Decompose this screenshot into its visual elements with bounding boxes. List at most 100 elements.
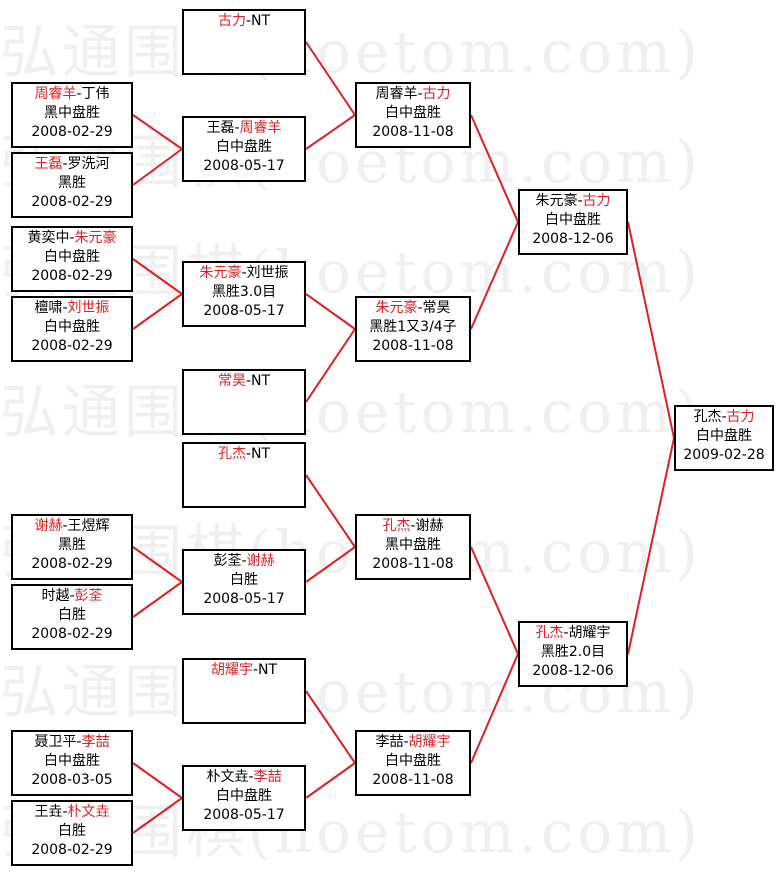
player-name: NT <box>251 373 271 389</box>
match-players: 檀啸-刘世振 <box>13 299 131 318</box>
match-result: 白中盘胜 <box>696 428 752 444</box>
player-name: 朱元豪 <box>74 230 117 246</box>
player-name: 谢赫 <box>415 518 444 534</box>
player-name: 朴文垚 <box>206 769 249 785</box>
player-name: 丁伟 <box>81 86 110 102</box>
match-date: 2008-11-08 <box>372 124 454 140</box>
match-box: 王垚-朴文垚白胜 2008-02-29 <box>11 800 133 866</box>
match-date: 2008-12-06 <box>532 663 614 679</box>
match-date: 2008-02-29 <box>31 556 113 572</box>
match-box: 谢赫-王煜辉黑胜 2008-02-29 <box>11 514 133 580</box>
match-date: 2008-05-17 <box>203 807 285 823</box>
player-name: 朱元豪 <box>199 265 242 281</box>
match-players: 古力-NT <box>184 12 304 31</box>
vs-separator: - <box>248 769 254 785</box>
match-date: 2008-12-06 <box>532 231 614 247</box>
player-name: NT <box>258 662 278 678</box>
player-name: 谢赫 <box>246 553 275 569</box>
match-date: 2008-02-29 <box>31 124 113 140</box>
match-result: 白胜 <box>58 823 86 839</box>
bracket-connector <box>305 762 356 799</box>
player-name: 聂卫平 <box>34 734 77 750</box>
bracket-connector <box>470 221 519 330</box>
player-name: 孔杰 <box>217 446 246 462</box>
match-result: 黑胜 <box>58 537 86 553</box>
vs-separator: - <box>241 265 247 281</box>
vs-separator: - <box>62 156 68 172</box>
match-date: 2008-05-17 <box>203 158 285 174</box>
match-players: 朱元豪-常昊 <box>357 299 469 318</box>
match-result: 白中盘胜 <box>44 319 100 335</box>
match-players: 王垚-朴文垚 <box>13 803 131 822</box>
bracket-connector <box>305 293 356 330</box>
bracket-connector <box>305 41 356 116</box>
match-result: 黑胜1又3/4子 <box>369 319 457 335</box>
vs-separator: - <box>410 518 416 534</box>
player-name: 檀啸 <box>34 300 63 316</box>
bracket-connector <box>132 114 183 150</box>
player-name: 王垚 <box>34 804 63 820</box>
bracket-connector <box>470 114 519 223</box>
player-name: 李喆 <box>81 734 110 750</box>
vs-separator: - <box>62 518 68 534</box>
player-name: NT <box>251 13 271 29</box>
player-name: 王煜辉 <box>67 518 110 534</box>
player-name: 刘世振 <box>246 265 289 281</box>
match-players: 常昊-NT <box>184 372 304 391</box>
player-name: 朱元豪 <box>535 193 578 209</box>
match-players: 谢赫-王煜辉 <box>13 517 131 536</box>
bracket-connector <box>305 328 356 403</box>
match-players: 孔杰-胡耀宇 <box>520 624 626 643</box>
player-name: 古力 <box>726 409 755 425</box>
player-name: 孔杰 <box>535 625 564 641</box>
bracket-connector <box>132 762 183 799</box>
match-box: 常昊-NT <box>182 369 306 435</box>
vs-separator: - <box>69 588 75 604</box>
match-players: 王磊-罗洗河 <box>13 155 131 174</box>
match-players: 孔杰-古力 <box>676 408 772 427</box>
match-players: 朴文垚-李喆 <box>184 768 304 787</box>
match-date: 2008-11-08 <box>372 338 454 354</box>
player-name: 时越 <box>41 588 70 604</box>
match-date: 2008-02-29 <box>31 268 113 284</box>
match-result: 白中盘胜 <box>44 753 100 769</box>
match-result: 黑中盘胜 <box>44 105 100 121</box>
match-players: 周睿羊-丁伟 <box>13 85 131 104</box>
player-name: 胡耀宇 <box>408 734 451 750</box>
match-result: 黑胜 <box>58 175 86 191</box>
player-name: 王磊 <box>34 156 63 172</box>
bracket-connector <box>305 474 356 548</box>
player-name: 罗洗河 <box>67 156 110 172</box>
match-players: 聂卫平-李喆 <box>13 733 131 752</box>
match-box: 孔杰-NT <box>182 442 306 508</box>
match-result: 黑胜2.0目 <box>540 644 606 660</box>
player-name: NT <box>251 446 271 462</box>
player-name: 周睿羊 <box>239 120 282 136</box>
match-players: 王磊-周睿羊 <box>184 119 304 138</box>
vs-separator: - <box>721 409 727 425</box>
vs-separator: - <box>563 625 569 641</box>
match-date: 2008-02-29 <box>31 842 113 858</box>
match-players: 黄奕中-朱元豪 <box>13 229 131 248</box>
match-players: 孔杰-谢赫 <box>357 517 469 536</box>
match-result: 白中盘胜 <box>385 753 441 769</box>
vs-separator: - <box>417 86 423 102</box>
vs-separator: - <box>252 662 259 678</box>
bracket-connector <box>627 221 675 439</box>
match-date: 2008-05-17 <box>203 591 285 607</box>
bracket-connector <box>132 581 183 618</box>
vs-separator: - <box>62 300 68 316</box>
player-name: 黄奕中 <box>27 230 70 246</box>
player-name: 古力 <box>582 193 611 209</box>
bracket-connector <box>305 690 356 764</box>
bracket-connector <box>132 797 183 834</box>
player-name: 胡耀宇 <box>210 662 253 678</box>
player-name: 古力 <box>422 86 451 102</box>
